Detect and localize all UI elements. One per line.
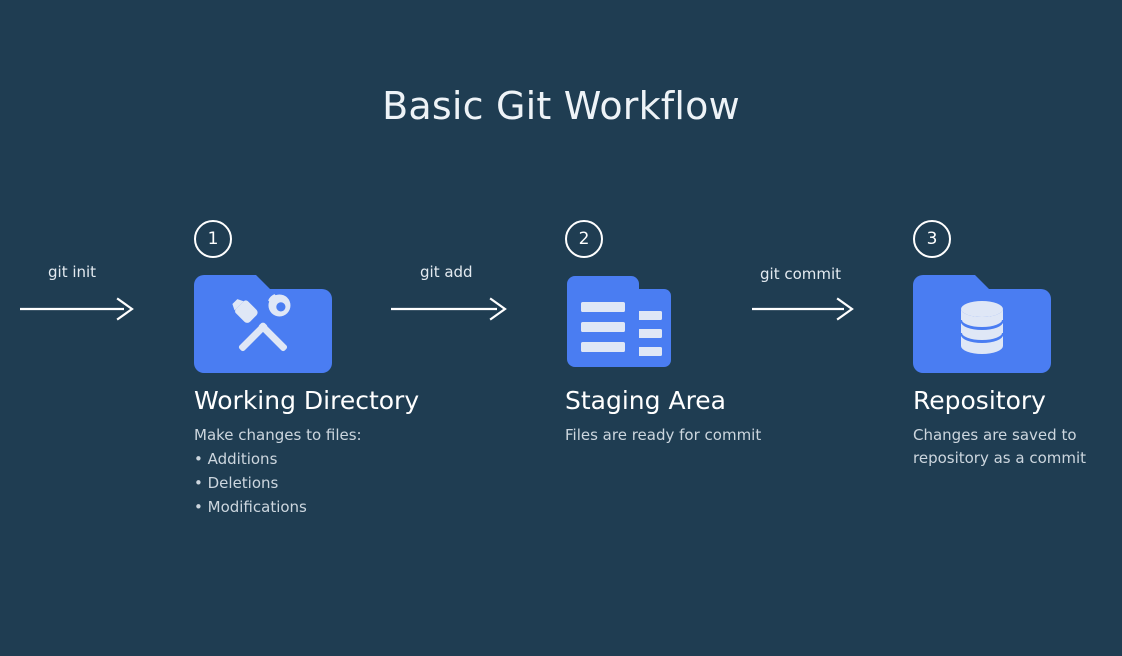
- stage-description: Changes are saved to repository as a com…: [913, 425, 1087, 467]
- arrow-right-icon: [20, 296, 134, 322]
- folder-tools-icon: [194, 275, 494, 373]
- stage-number-badge: 1: [194, 220, 232, 258]
- stage-repository: 3 Repository Change: [913, 220, 1122, 470]
- arrow-right-icon: [391, 296, 507, 322]
- stage-working-directory: 1: [194, 220, 494, 520]
- stage-staging-area: 2 Staging Area Files are ready for commi…: [565, 220, 865, 447]
- stage-number-badge: 2: [565, 220, 603, 258]
- arrow-right-icon: [752, 296, 854, 322]
- list-item: Deletions: [194, 471, 494, 495]
- stage-title: Working Directory: [194, 386, 420, 415]
- stage-description: Make changes to files:: [194, 425, 362, 444]
- stage-bullet-list: Additions Deletions Modifications: [194, 447, 494, 520]
- list-item: Modifications: [194, 495, 494, 519]
- arrow-label-git-add: git add: [420, 263, 473, 281]
- stage-title: Staging Area: [565, 386, 726, 415]
- arrow-label-git-init: git init: [48, 263, 97, 281]
- page-title: Basic Git Workflow: [382, 84, 740, 128]
- stage-description: Files are ready for commit: [565, 425, 762, 444]
- folder-database-icon: [913, 275, 1122, 373]
- list-item: Additions: [194, 447, 494, 471]
- staged-files-icon: [565, 275, 865, 371]
- arrow-label-git-commit: git commit: [760, 265, 842, 283]
- stage-number-badge: 3: [913, 220, 951, 258]
- stage-title: Repository: [913, 386, 1046, 415]
